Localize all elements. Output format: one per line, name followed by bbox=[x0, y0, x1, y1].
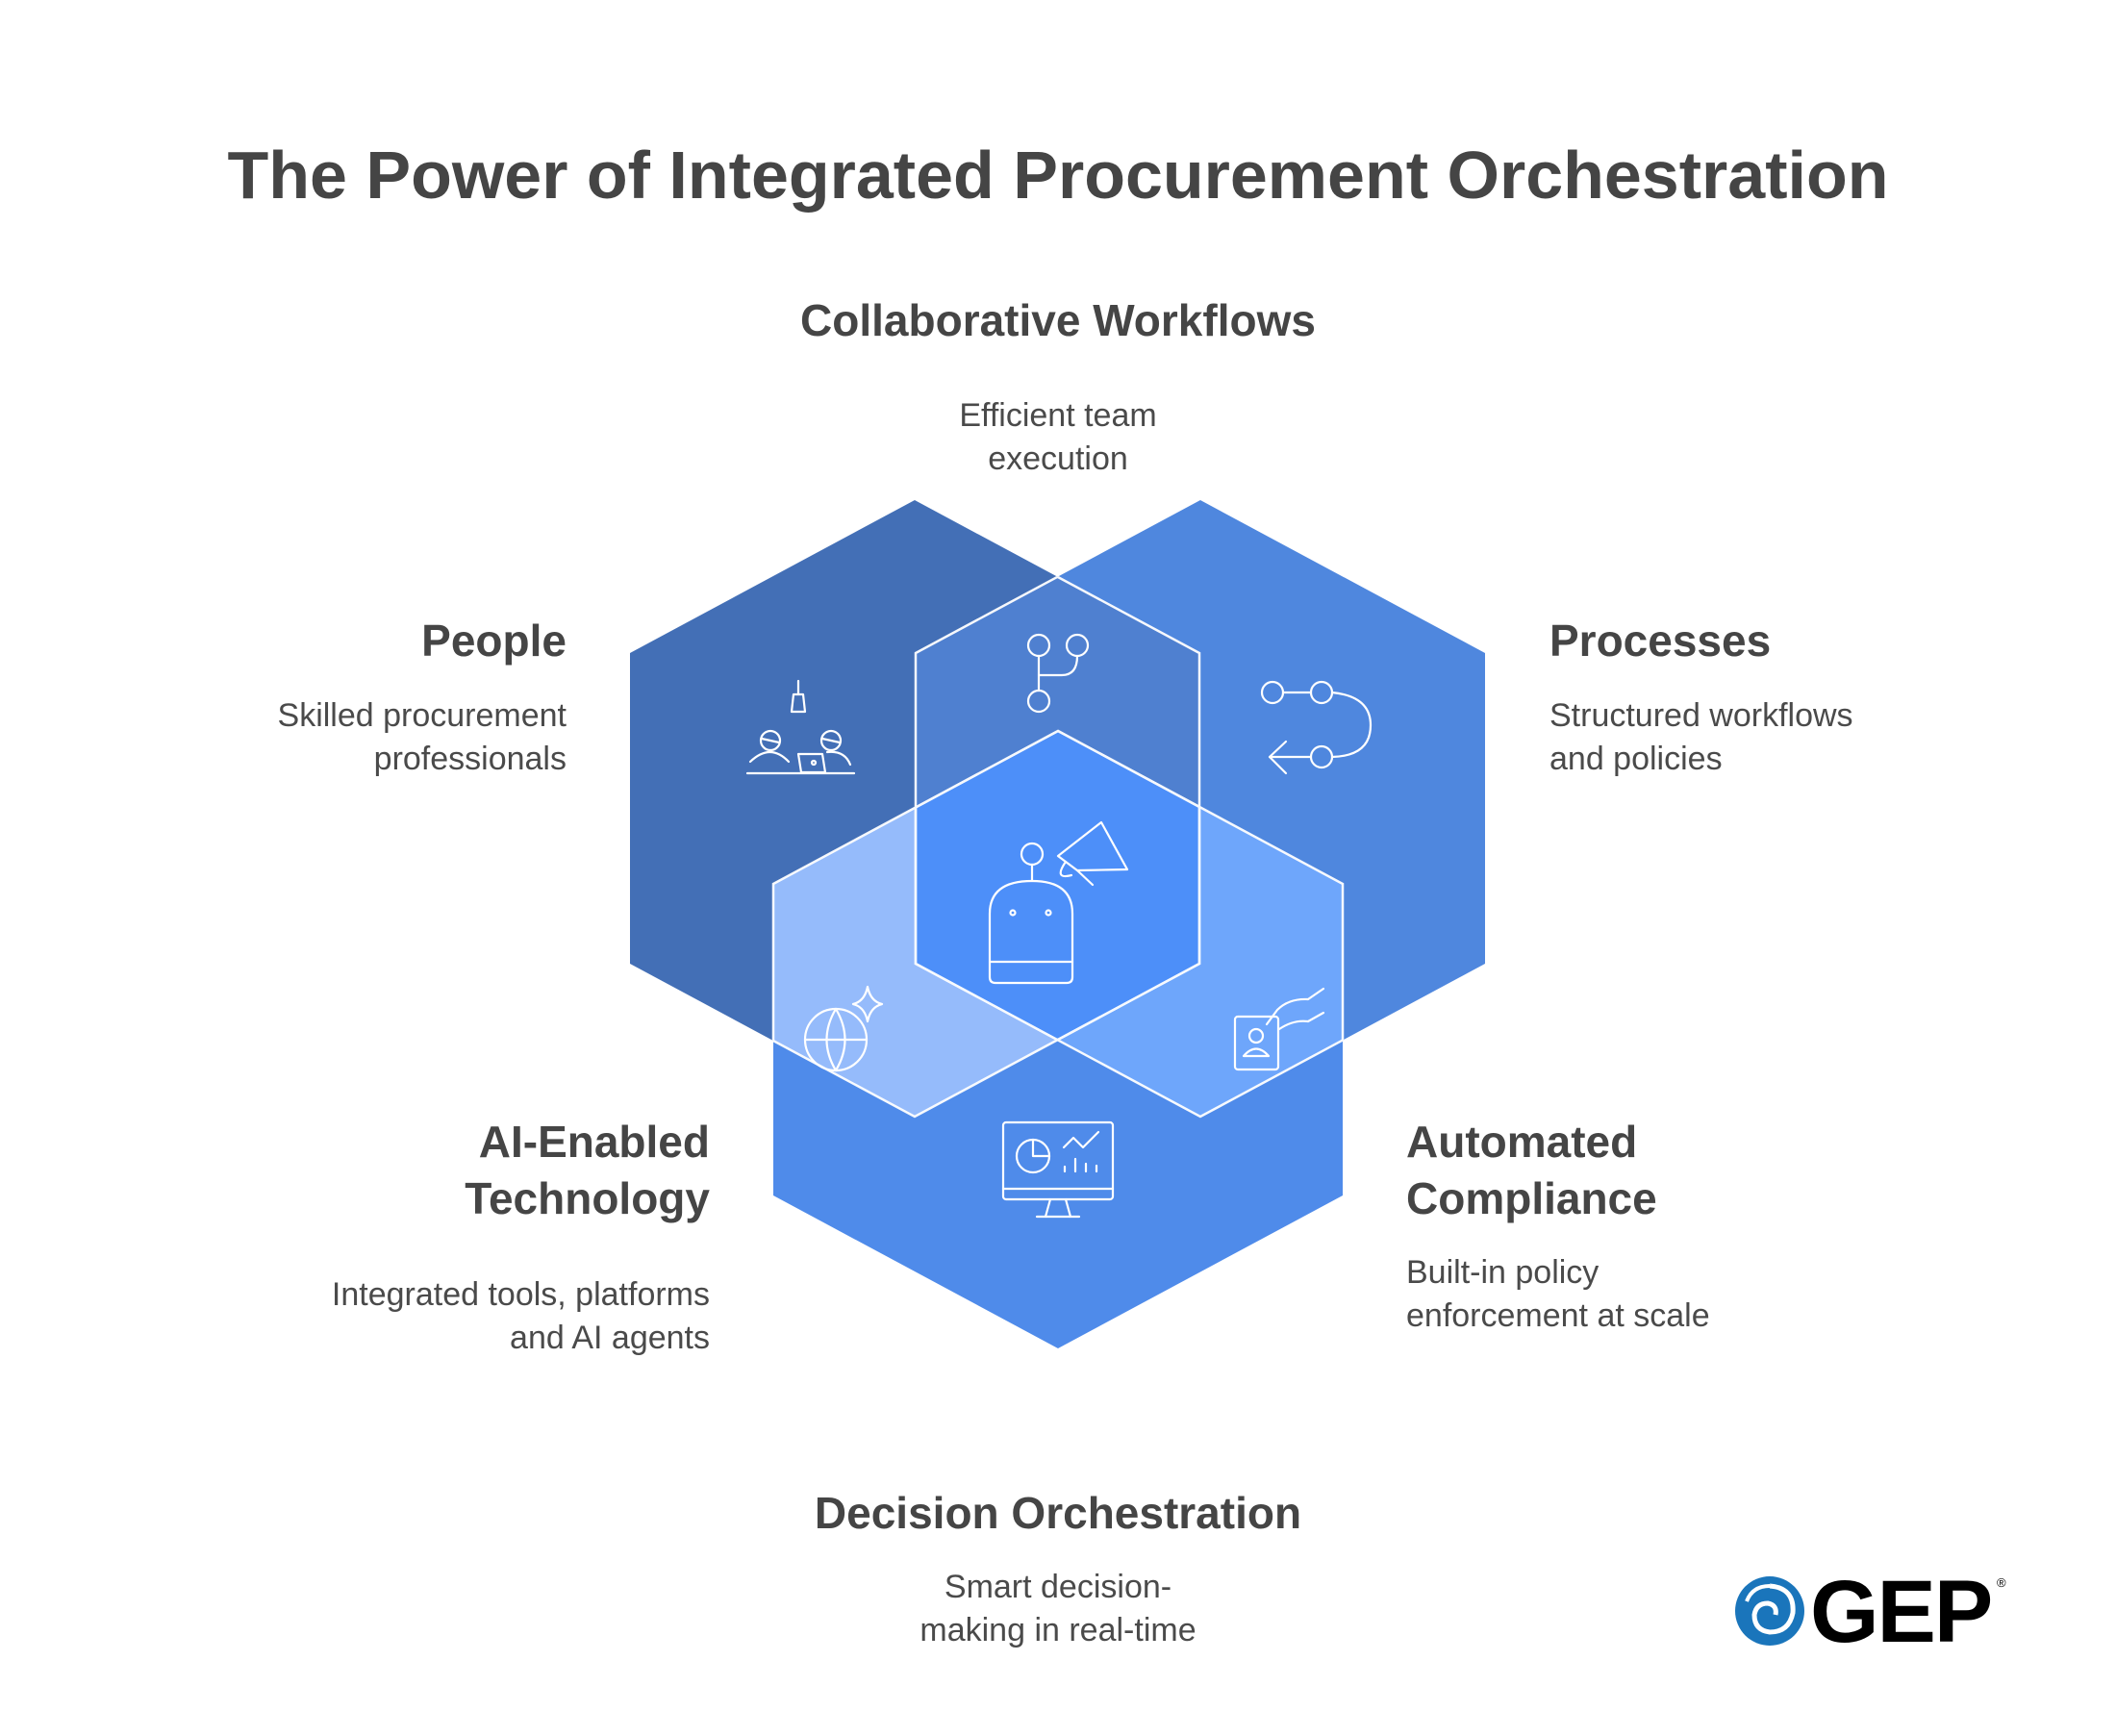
processes-desc-line2: and policies bbox=[1549, 741, 1723, 777]
process-flow-icon bbox=[1260, 680, 1373, 775]
people-desc-line1: Skilled procurement bbox=[277, 697, 567, 734]
gep-logo: GEP ® bbox=[1731, 1563, 2010, 1661]
branch-icon bbox=[1026, 633, 1090, 714]
monitor-analytics-icon bbox=[1001, 1120, 1115, 1219]
id-card-hand-icon bbox=[1233, 987, 1325, 1071]
compliance-heading-line2: Compliance bbox=[1406, 1173, 1657, 1223]
processes-desc-line1: Structured workflows bbox=[1549, 697, 1853, 734]
decision-desc-line2: making in real-time bbox=[919, 1612, 1197, 1648]
page-title: The Power of Integrated Procurement Orch… bbox=[227, 138, 1889, 213]
compliance-heading-line1: Automated bbox=[1406, 1117, 1638, 1167]
robot-megaphone-icon bbox=[988, 820, 1129, 985]
people-desc-line2: professionals bbox=[373, 741, 567, 777]
gep-logo-text: GEP bbox=[1810, 1563, 1993, 1661]
collaborative-heading: Collaborative Workflows bbox=[800, 295, 1316, 345]
decision-desc-line1: Smart decision- bbox=[944, 1569, 1172, 1605]
registered-mark: ® bbox=[1997, 1575, 2006, 1590]
decision-heading: Decision Orchestration bbox=[814, 1488, 1302, 1538]
compliance-desc-line2: enforcement at scale bbox=[1406, 1297, 1710, 1334]
gep-swirl-icon bbox=[1735, 1576, 1804, 1646]
collaborative-desc-line1: Efficient team bbox=[959, 397, 1157, 434]
ai-desc-line2: and AI agents bbox=[510, 1320, 710, 1356]
globe-sparkle-icon bbox=[803, 985, 884, 1072]
collaborative-desc-line2: execution bbox=[988, 440, 1128, 477]
team-meeting-icon bbox=[745, 679, 856, 775]
people-heading: People bbox=[421, 616, 567, 666]
processes-heading: Processes bbox=[1549, 616, 1772, 666]
ai-heading-line1: AI-Enabled bbox=[478, 1117, 710, 1167]
ai-heading-line2: Technology bbox=[465, 1173, 710, 1223]
ai-desc-line1: Integrated tools, platforms bbox=[331, 1276, 710, 1313]
compliance-desc-line1: Built-in policy bbox=[1406, 1254, 1600, 1291]
